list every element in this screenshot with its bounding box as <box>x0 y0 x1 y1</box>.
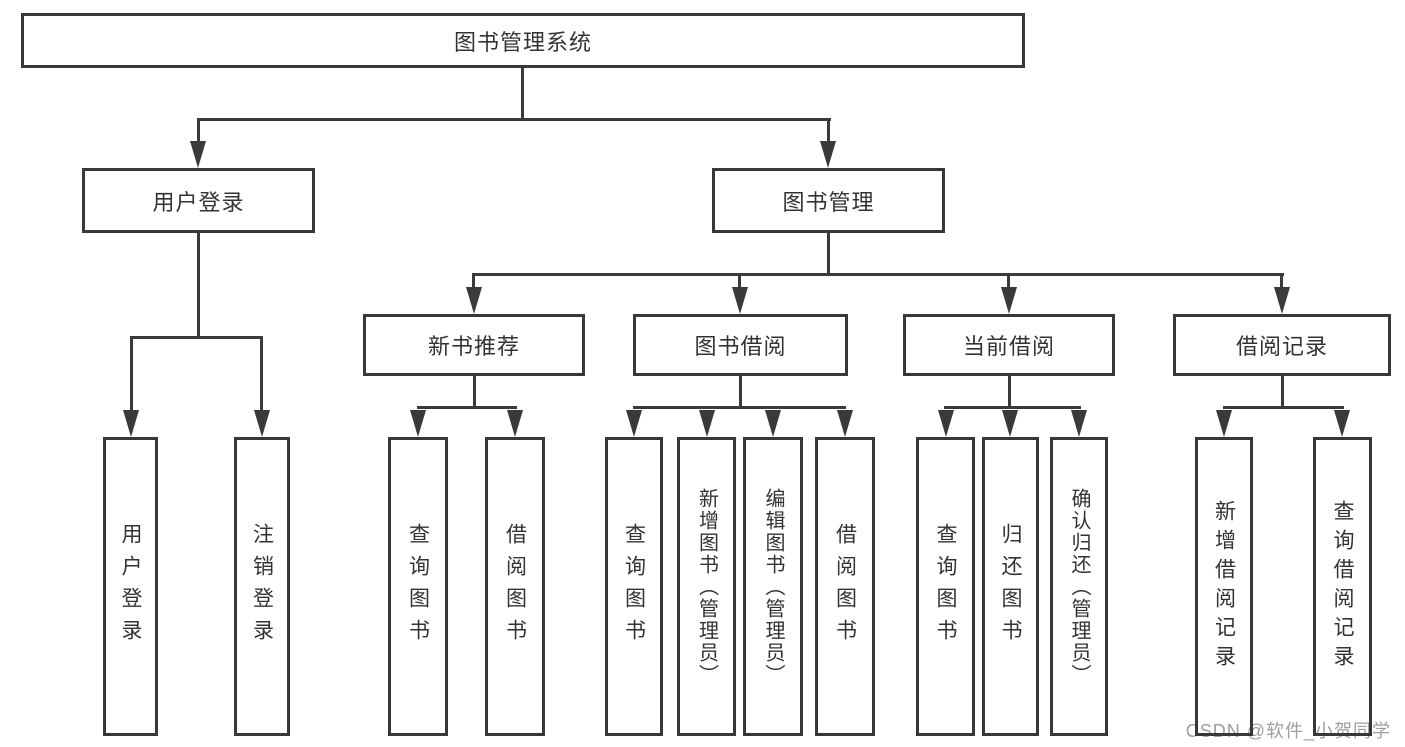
leaf-user-login-label: 用户登录 <box>119 522 142 651</box>
node-book-management-label: 图书管理 <box>782 189 875 215</box>
leaf-query-books-current: 查询图书 <box>916 437 975 736</box>
leaf-query-books-recommend: 查询图书 <box>388 437 448 736</box>
leaf-borrow-books-recommend: 借阅图书 <box>485 437 545 736</box>
connector-arrowhead <box>254 410 270 437</box>
leaf-query-borrow-record: 查询借阅记录 <box>1313 437 1372 736</box>
connector-arrowhead <box>507 410 523 437</box>
connector-line <box>473 376 476 406</box>
connector-line <box>130 339 133 410</box>
node-user-login-label: 用户登录 <box>152 189 245 215</box>
leaf-add-books-admin: 新增图书（管理员） <box>677 437 736 736</box>
node-user-login: 用户登录 <box>82 168 315 233</box>
connector-arrowhead <box>1002 410 1018 437</box>
connector-arrowhead <box>626 410 642 437</box>
leaf-confirm-return-admin: 确认归还（管理员） <box>1050 437 1108 736</box>
connector-arrowhead <box>1274 287 1290 314</box>
connector-line <box>197 118 831 121</box>
leaf-return-books: 归还图书 <box>982 437 1039 736</box>
leaf-query-books-borrow: 查询图书 <box>605 437 663 736</box>
connector-line <box>827 121 830 142</box>
node-new-book-recommendation: 新书推荐 <box>363 314 585 376</box>
node-borrowing-records: 借阅记录 <box>1173 314 1391 376</box>
leaf-confirm-return-admin-label: 确认归还（管理员） <box>1068 487 1090 686</box>
connector-arrowhead <box>732 287 748 314</box>
leaf-logout-label: 注销登录 <box>250 522 274 651</box>
connector-line <box>130 336 263 339</box>
node-borrowing-records-label: 借阅记录 <box>1235 334 1328 359</box>
connector-line <box>739 376 742 406</box>
connector-line <box>738 276 741 288</box>
connector-line <box>633 406 846 409</box>
connector-line <box>472 273 1284 276</box>
leaf-borrow-books: 借阅图书 <box>815 437 875 736</box>
connector-line <box>197 121 200 142</box>
leaf-borrow-books-recommend-label: 借阅图书 <box>503 522 527 651</box>
connector-line <box>1223 406 1344 409</box>
connector-arrowhead <box>410 410 426 437</box>
node-current-borrowing-label: 当前借阅 <box>962 334 1055 359</box>
watermark: CSDN @软件_小贺同学 <box>1185 721 1391 741</box>
connector-line <box>827 233 830 273</box>
connector-arrowhead <box>699 410 715 437</box>
connector-line <box>417 406 517 409</box>
node-root-label: 图书管理系统 <box>453 29 592 55</box>
connector-line <box>944 406 1081 409</box>
connector-arrowhead <box>466 287 482 314</box>
connector-arrowhead <box>123 410 139 437</box>
leaf-query-borrow-record-label: 查询借阅记录 <box>1331 499 1354 674</box>
connector-arrowhead <box>1071 410 1087 437</box>
node-book-borrowing-label: 图书借阅 <box>694 334 787 359</box>
connector-arrowhead <box>938 410 954 437</box>
leaf-query-books-borrow-label: 查询图书 <box>622 522 646 651</box>
connector-line <box>1281 376 1284 406</box>
connector-arrowhead <box>190 141 206 168</box>
leaf-borrow-books-label: 借阅图书 <box>833 522 857 651</box>
connector-line <box>1007 276 1010 288</box>
leaf-return-books-label: 归还图书 <box>999 522 1022 651</box>
connector-line <box>197 233 200 336</box>
leaf-edit-books-admin: 编辑图书（管理员） <box>743 437 803 736</box>
leaf-add-borrow-record: 新增借阅记录 <box>1195 437 1253 736</box>
node-book-management: 图书管理 <box>712 168 945 233</box>
connector-arrowhead <box>1216 410 1232 437</box>
leaf-query-books-current-label: 查询图书 <box>934 522 957 651</box>
leaf-edit-books-admin-label: 编辑图书（管理员） <box>762 487 784 686</box>
connector-line <box>472 276 475 288</box>
connector-line <box>521 68 524 118</box>
connector-arrowhead <box>765 410 781 437</box>
connector-arrowhead <box>1334 410 1350 437</box>
leaf-logout: 注销登录 <box>234 437 290 736</box>
node-new-book-recommendation-label: 新书推荐 <box>427 334 520 359</box>
node-book-borrowing: 图书借阅 <box>633 314 848 376</box>
leaf-add-books-admin-label: 新增图书（管理员） <box>695 487 718 686</box>
connector-line <box>1280 276 1283 288</box>
connector-line <box>260 339 263 410</box>
node-current-borrowing: 当前借阅 <box>903 314 1115 376</box>
leaf-query-books-recommend-label: 查询图书 <box>406 522 430 651</box>
leaf-user-login: 用户登录 <box>103 437 158 736</box>
connector-arrowhead <box>837 410 853 437</box>
leaf-add-borrow-record-label: 新增借阅记录 <box>1212 499 1236 674</box>
connector-arrowhead <box>820 141 836 168</box>
node-root: 图书管理系统 <box>21 13 1025 68</box>
connector-line <box>1008 376 1011 406</box>
connector-arrowhead <box>1001 287 1017 314</box>
